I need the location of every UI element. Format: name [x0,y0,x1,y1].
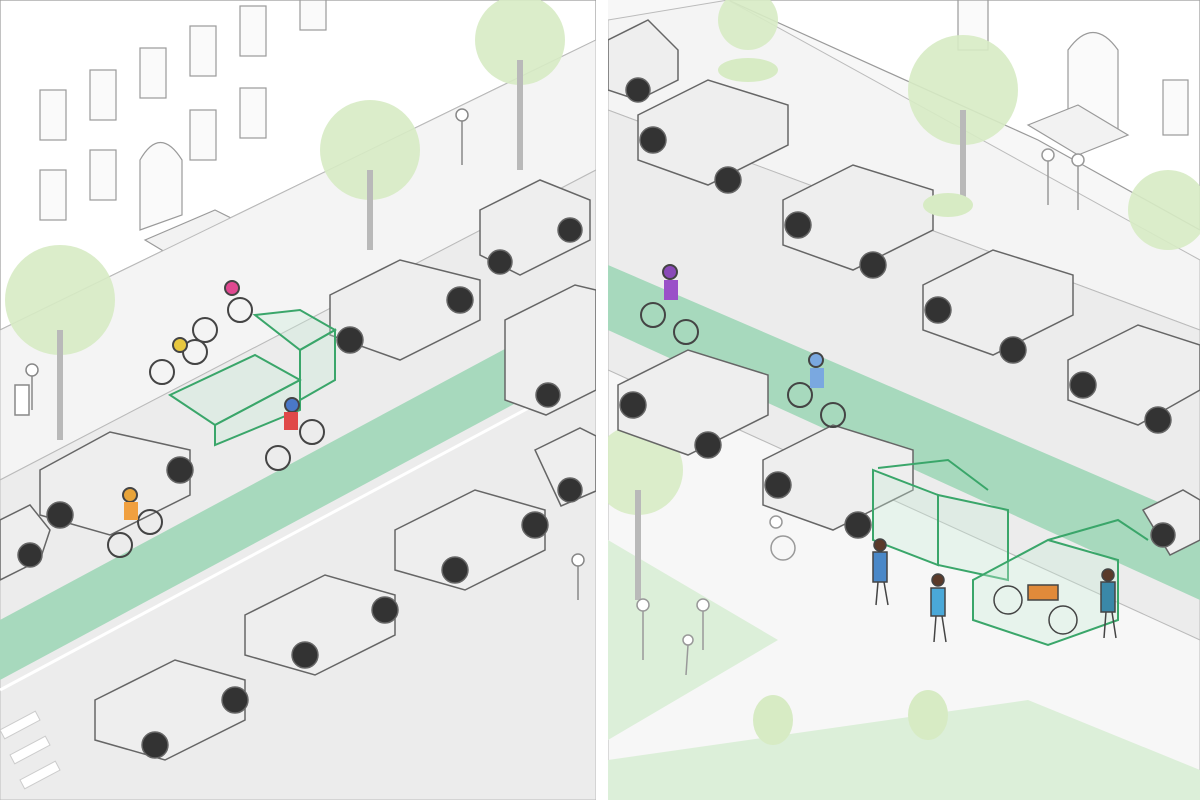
car-icon [1067,324,1200,434]
bike-lane [608,265,1200,600]
people [872,538,1117,643]
car-icon [637,79,789,194]
pedestrian-icon [696,598,710,650]
car-icon [479,179,591,276]
pedestrians [636,148,1085,676]
cyclists [640,264,846,428]
car-icon [534,427,596,507]
cyclist-icon [787,352,846,428]
pedestrian-icon [571,553,585,600]
sidewalk [608,0,1200,331]
child-on-scooter-icon [682,634,694,676]
car-icon [762,424,914,539]
building-facade [727,0,1200,231]
cargo-bike-icon [993,584,1078,635]
right-scene-svg [608,0,1200,800]
cyclist-icon [192,280,253,343]
parked-cars [608,19,1200,556]
cyclist-icon [265,397,325,471]
car-icon [0,504,51,581]
pedestrian-icon [455,108,469,165]
car-icon [782,164,934,279]
car-icon [617,349,769,459]
cyclist-icon [149,337,208,385]
person-icon [1100,568,1117,639]
bike-hangar [167,308,338,447]
street-trees [5,0,565,440]
pedestrian-icon [1071,153,1085,210]
car-icon [1141,489,1200,556]
planters [718,58,973,745]
van-icon [504,284,596,416]
stoop-steps [1026,104,1130,156]
bike-lane [0,300,596,680]
pedestrian-with-walker-icon [14,363,39,416]
crosswalk [0,710,61,790]
car-icon [394,489,549,591]
left-scene-svg [0,0,596,800]
car-icon [94,659,249,761]
pedestrian-icon [1041,148,1055,205]
car-icon [608,19,679,103]
pedestrians [14,108,585,600]
pedestrian-icon [636,598,650,660]
cyclist-icon [640,264,699,345]
panel-divider [596,0,608,800]
person-icon [930,573,947,643]
right-street-scene [608,0,1200,800]
car-icon [244,574,399,676]
left-street-scene [0,0,596,800]
street-trees [608,0,1200,600]
cyclist-icon [107,487,163,558]
car-icon [922,249,1074,364]
person-with-bike-icon [872,538,889,606]
parked-cars [0,179,596,761]
car-icon [329,259,481,361]
wheelchair-user-icon [769,515,796,561]
arched-doorway [139,142,183,231]
building-facade [0,0,596,331]
cyclists [107,280,325,558]
plaza [608,369,1200,800]
lawn [608,700,1200,800]
